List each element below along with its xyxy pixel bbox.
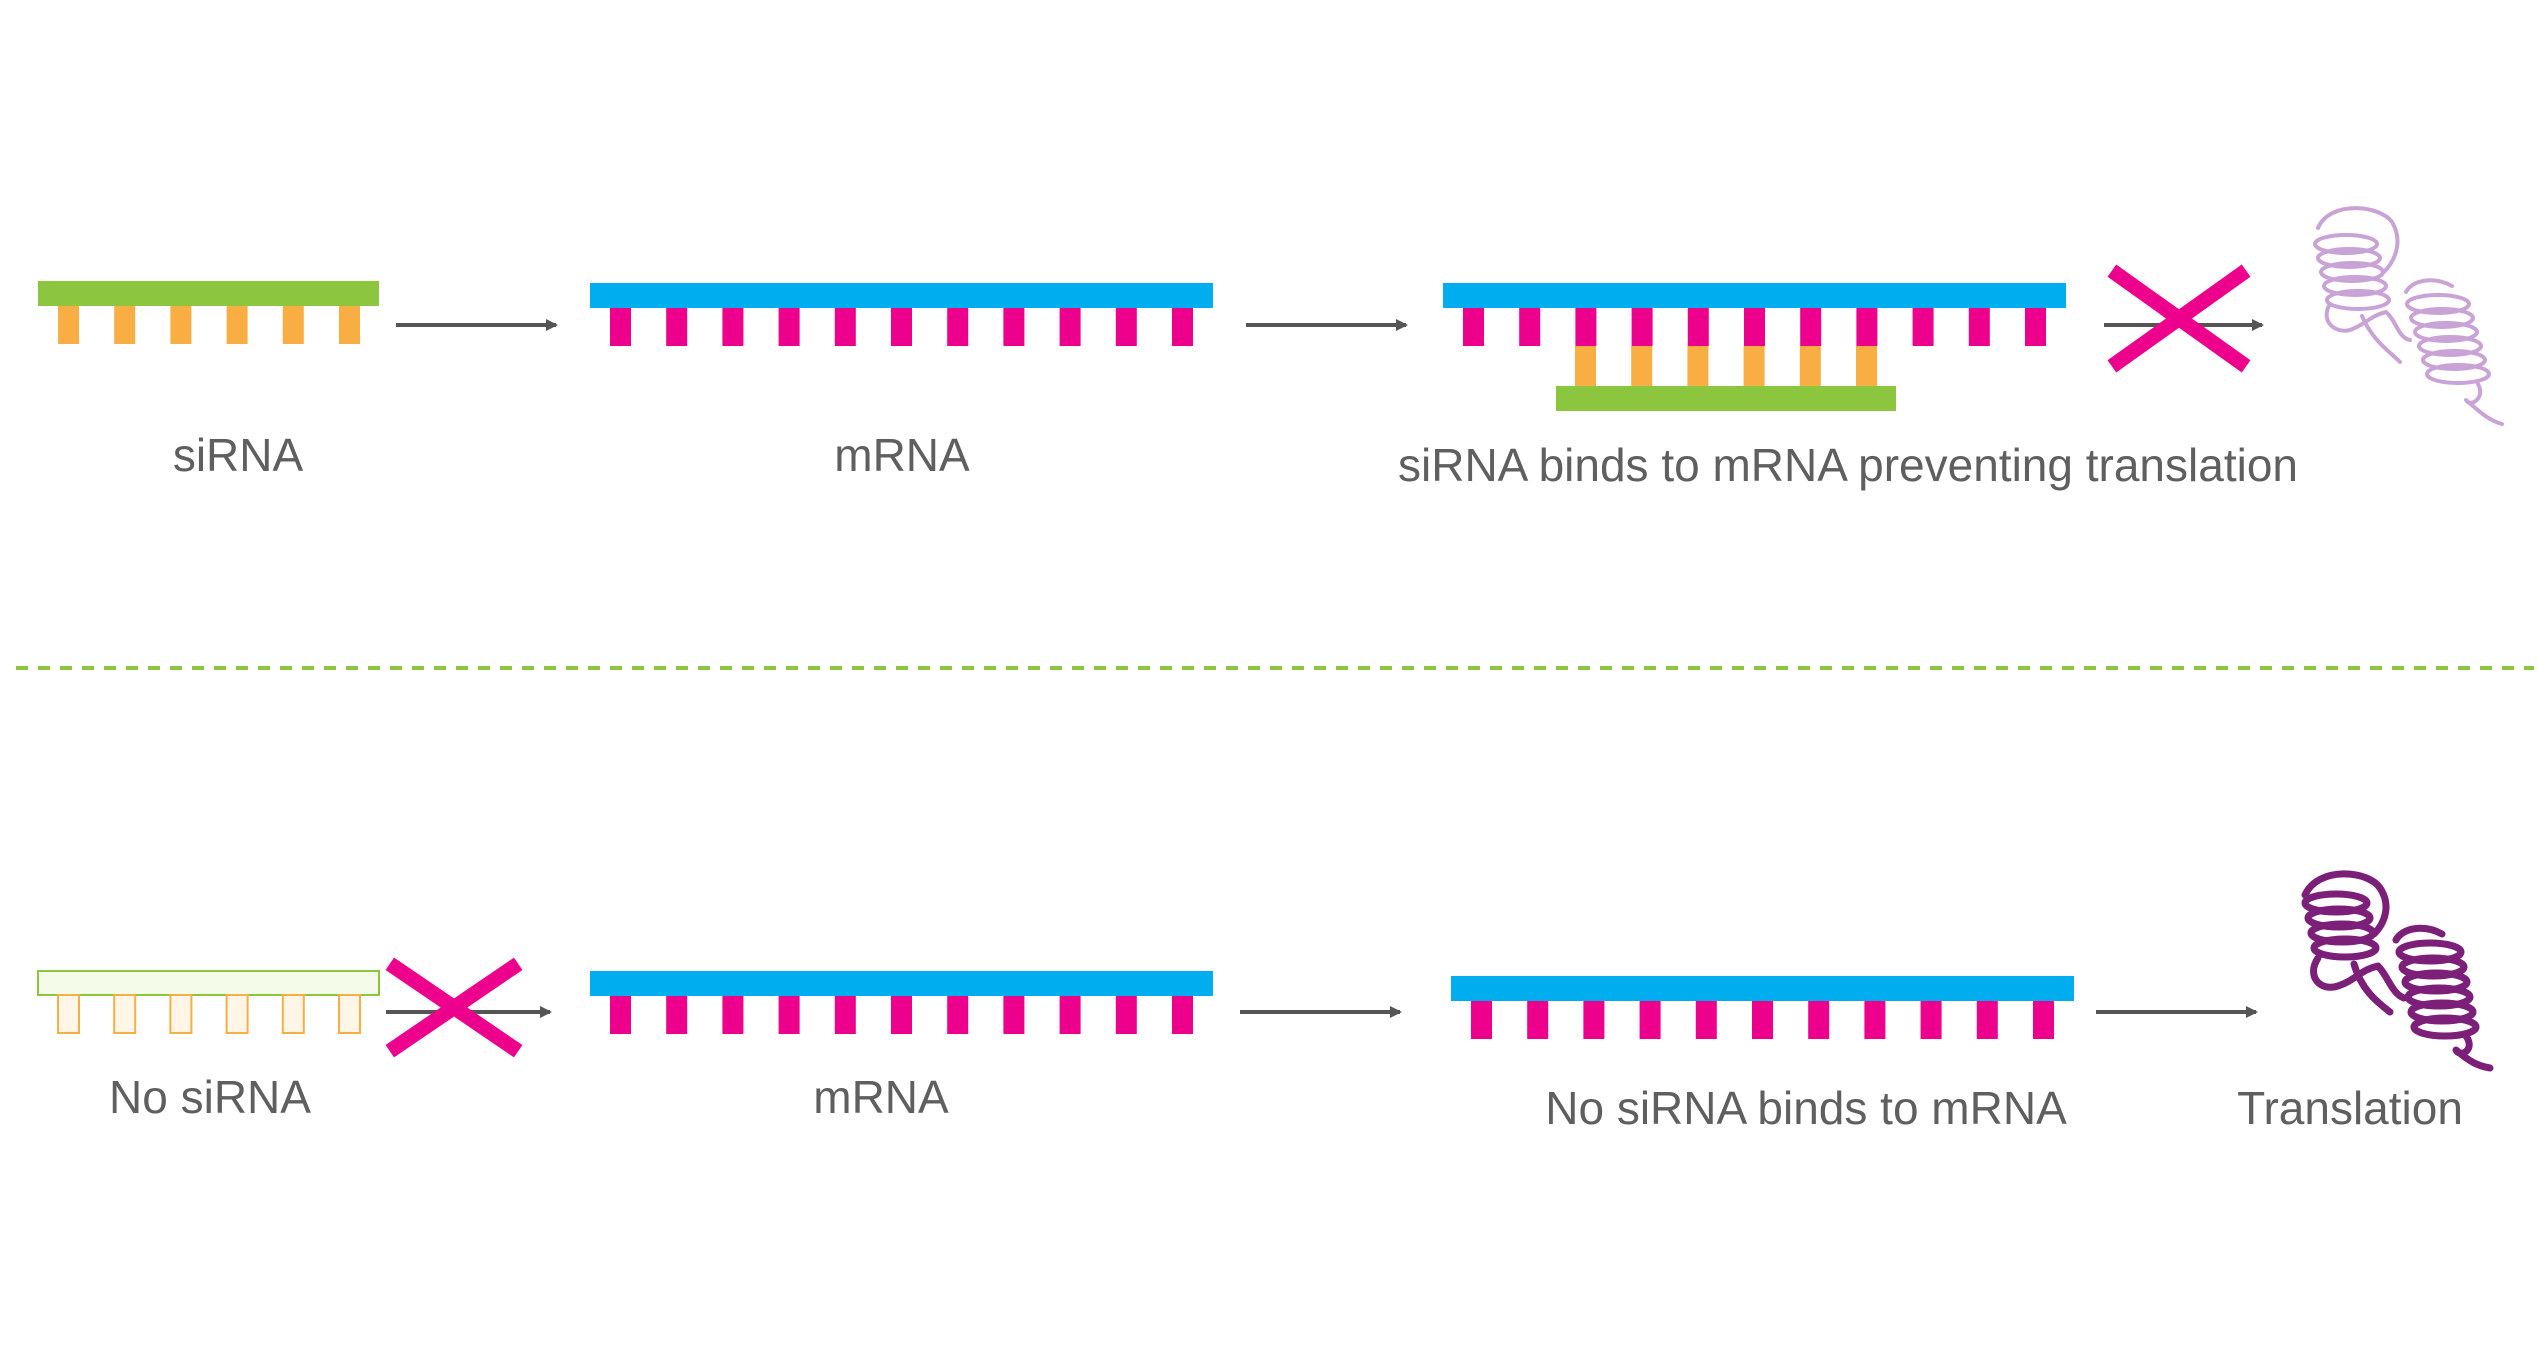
mrna-base [1808,1001,1830,1039]
mrna-base [722,308,744,346]
sirna-base [226,306,248,344]
mrna-base [1003,308,1025,346]
mrna-base [1527,1001,1549,1039]
mrna-base [610,996,631,1034]
top-row: siRNA mRNA siRNA binds to mRNA preventin… [38,206,2504,491]
sirna-label: siRNA [173,429,304,481]
mrna-base [778,308,800,346]
sirna-backbone [38,281,379,306]
bottom-row: No siRNA mRNA No siRNA binds to mRNA [37,870,2494,1134]
sirna-base [339,306,360,344]
mrna-base [1059,996,1081,1034]
sirna-base [1856,346,1877,386]
sirna-strand [38,281,379,344]
mrna-label: mRNA [813,1071,949,1123]
mrna-base [666,308,688,346]
sirna-base-outline [225,994,249,1034]
mrna-base [1968,308,1990,346]
mrna-base [834,996,856,1034]
block-x-icon [2107,264,2251,373]
sirna-base [170,306,192,344]
sirna-backbone-outline [37,970,380,996]
mrna-label: mRNA [834,429,970,481]
mrna-base [1752,1001,1773,1039]
sirna-base [282,306,304,344]
block-x-icon [385,957,523,1058]
mrna-strand [590,283,1213,346]
mrna-base [1172,308,1193,346]
mrna-backbone [590,283,1213,308]
mrna-base [1115,996,1137,1034]
absent-sirna-strand [37,970,380,1034]
mrna-base [1463,308,1484,346]
mrna-base [1639,1001,1661,1039]
mrna-base [891,308,912,346]
sirna-base [1799,346,1821,386]
mrna-bases [1471,1001,2054,1039]
mrna-base [1800,308,1822,346]
sirna-base [1631,346,1653,386]
sirna-backbone [1556,386,1896,411]
sirna-base [1743,346,1765,386]
sirna-bases-outline [57,994,361,1034]
protein-icon [2301,870,2494,1072]
mrna-base [1059,308,1081,346]
sirna-bases [58,306,360,344]
mrna-base [1856,308,1878,346]
mrna-base [1687,308,1709,346]
mrna-base [2025,308,2046,346]
mrna-base [1575,308,1597,346]
sirna-base-outline [281,994,305,1034]
mrna-base [1583,1001,1605,1039]
mrna-base [1003,996,1025,1034]
mrna-base [834,308,856,346]
unbound-mrna-strand [1451,976,2074,1039]
mrna-base [1864,1001,1886,1039]
bound-label: siRNA binds to mRNA preventing translati… [1398,439,2298,491]
sirna-base-outline [57,994,80,1034]
mrna-base [1631,308,1653,346]
mrna-base [1695,1001,1717,1039]
mrna-base [947,996,969,1034]
mrna-base [1172,996,1193,1034]
mrna-base [778,996,800,1034]
mrna-base [1471,1001,1492,1039]
sirna-bases [1575,346,1877,386]
mrna-base [1115,308,1137,346]
sirna-base [58,306,79,344]
sirna-base-outline [113,994,137,1034]
mrna-base [1912,308,1934,346]
mrna-base [1976,1001,1998,1039]
mrna-base [1744,308,1765,346]
sirna-base-outline [169,994,193,1034]
faded-protein-icon [2313,206,2504,426]
translation-label: Translation [2237,1082,2463,1134]
mrna-bases [610,308,1193,346]
bound-complex [1443,283,2066,411]
mrna-base [1920,1001,1942,1039]
sirna-base-outline [338,994,361,1034]
mrna-bases [610,996,1193,1034]
mrna-bases [1463,308,2046,346]
mrna-base [2033,1001,2054,1039]
mrna-base [1519,308,1541,346]
mrna-base [891,996,912,1034]
mrna-base [722,996,744,1034]
sirna-base [1687,346,1709,386]
mrna-backbone [1451,976,2074,1001]
no-sirna-label: No siRNA [109,1071,311,1123]
mrna-base [610,308,631,346]
mrna-backbone [590,971,1213,996]
mrna-base [666,996,688,1034]
unbound-label: No siRNA binds to mRNA [1545,1082,2067,1134]
mrna-backbone [1443,283,2066,308]
sirna-base [1575,346,1596,386]
mrna-strand [590,971,1213,1034]
sirna-base [114,306,136,344]
mrna-base [947,308,969,346]
